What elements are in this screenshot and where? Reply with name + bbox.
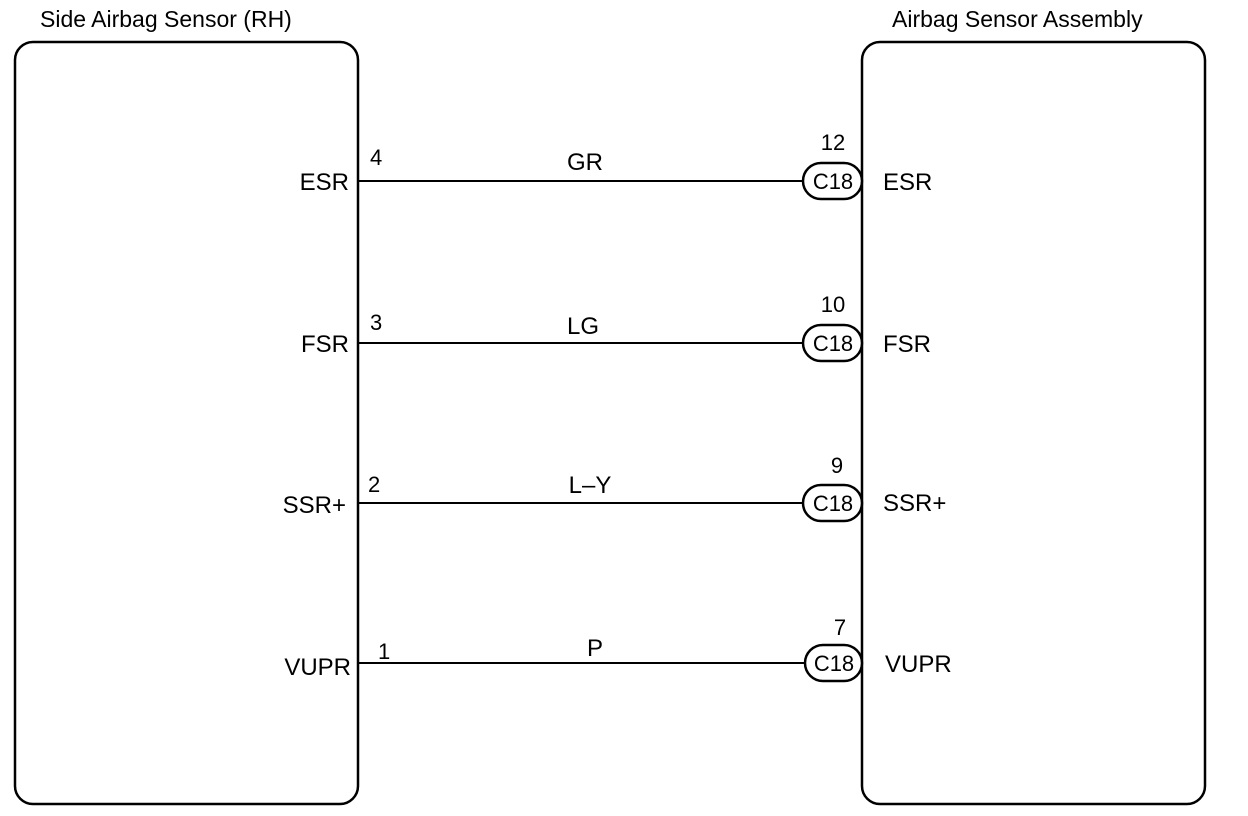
right-pin-number: 7	[834, 615, 846, 640]
wire-color-label: L–Y	[569, 472, 612, 499]
right-component-title: Airbag Sensor Assembly	[892, 6, 1143, 32]
left-component-title: Side Airbag Sensor (RH)	[40, 6, 292, 32]
left-pin-number: 3	[370, 310, 382, 335]
wire-color-label: LG	[567, 313, 599, 340]
left-signal-label: ESR	[300, 169, 349, 196]
circuit-row: FSR 3 LG 10 C18 FSR	[301, 292, 931, 363]
connector-tag	[803, 643, 864, 683]
circuit-row: VUPR 1 P 7 C18 VUPR	[284, 615, 952, 683]
left-pin-number: 1	[378, 639, 390, 664]
right-pin-number: 12	[821, 130, 845, 155]
circuit-row: SSR+ 2 L–Y 9 C18 SSR+	[283, 453, 946, 523]
right-signal-label: ESR	[883, 169, 932, 196]
right-signal-label: SSR+	[883, 490, 946, 517]
connector-tag	[801, 483, 864, 523]
circuit-row: ESR 4 GR 12 C18 ESR	[300, 130, 932, 201]
right-signal-label: FSR	[883, 331, 931, 358]
left-pin-number: 4	[370, 145, 382, 170]
left-signal-label: FSR	[301, 331, 349, 358]
right-pin-number: 9	[831, 453, 843, 478]
connector-label: C18	[814, 651, 854, 676]
connector-label: C18	[813, 331, 853, 356]
left-pin-number: 2	[368, 472, 380, 497]
right-signal-label: VUPR	[885, 651, 952, 678]
right-component-box	[860, 40, 1207, 806]
left-signal-label: VUPR	[284, 654, 351, 681]
connector-label: C18	[813, 169, 853, 194]
connector-label: C18	[813, 491, 853, 516]
connector-tag	[801, 161, 864, 201]
right-pin-number: 10	[821, 292, 845, 317]
wire-color-label: GR	[567, 149, 603, 176]
wire-color-label: P	[587, 635, 603, 662]
connector-tag	[801, 323, 864, 363]
left-signal-label: SSR+	[283, 492, 346, 519]
left-component-box	[13, 40, 360, 806]
